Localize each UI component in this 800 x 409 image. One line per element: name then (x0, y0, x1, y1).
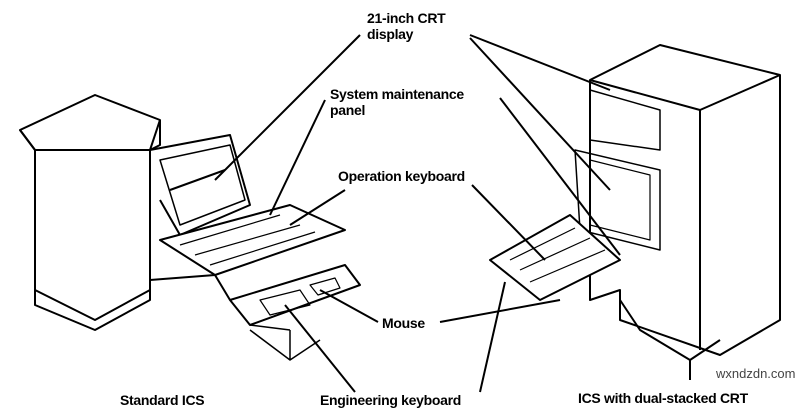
dual-ics-drawing (489, 44, 781, 380)
watermark: wxndzdn.com (716, 366, 796, 381)
label-standard-ics: Standard ICS (120, 392, 205, 408)
label-dual-ics: ICS with dual-stacked CRT (578, 390, 748, 406)
label-crt-display: 21-inch CRT display (367, 10, 446, 42)
label-operation-keyboard: Operation keyboard (338, 168, 465, 184)
leader-lines (214, 34, 621, 393)
label-engineering-keyboard: Engineering keyboard (320, 392, 462, 408)
label-maintenance-panel: System maintenance panel (330, 86, 464, 118)
label-mouse: Mouse (382, 315, 425, 331)
standard-ics-drawing (19, 94, 361, 361)
